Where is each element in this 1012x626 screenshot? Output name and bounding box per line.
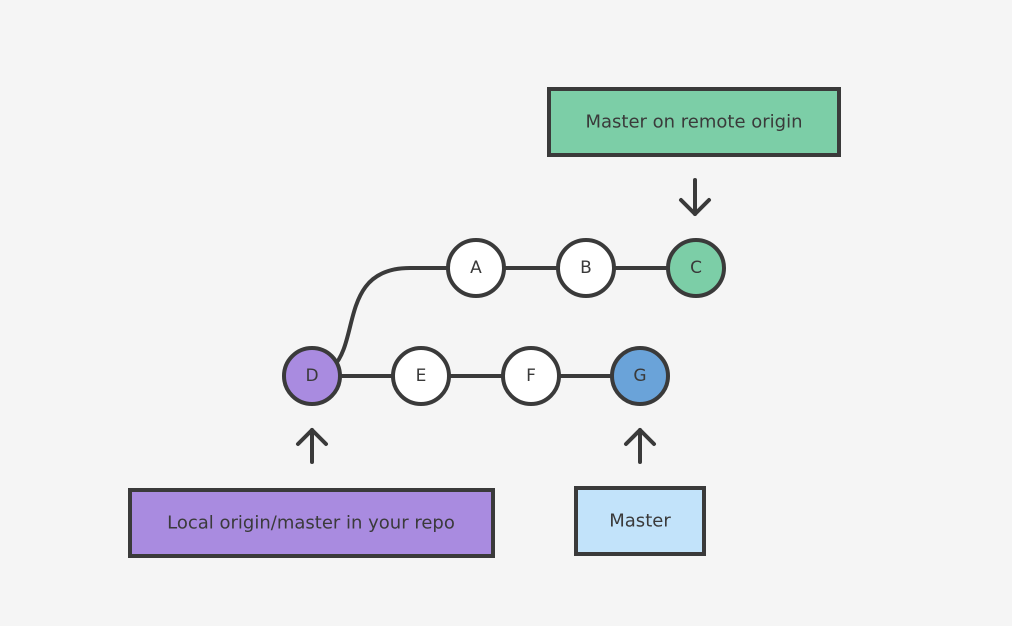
edge-d-to-a	[331, 266, 448, 369]
master-label: Master	[609, 511, 671, 532]
commit-label-a: A	[470, 258, 482, 278]
commit-label-f: F	[526, 366, 536, 386]
commit-label-b: B	[580, 258, 592, 278]
commit-label-g: G	[633, 366, 646, 386]
local-origin-master-box: Local origin/master in your repo	[128, 488, 495, 558]
master-box: Master	[574, 486, 706, 556]
commit-node-a: A	[446, 238, 506, 298]
arrow-up-icon	[624, 428, 656, 464]
arrow-up-icon	[296, 428, 328, 464]
commit-node-d: D	[282, 346, 342, 406]
commit-node-f: F	[501, 346, 561, 406]
commit-node-c: C	[666, 238, 726, 298]
arrow-down-icon	[679, 178, 711, 216]
remote-origin-box: Master on remote origin	[547, 87, 841, 157]
commit-label-d: D	[305, 366, 318, 386]
commit-node-g: G	[610, 346, 670, 406]
commit-node-e: E	[391, 346, 451, 406]
local-origin-master-label: Local origin/master in your repo	[167, 513, 455, 534]
commit-label-c: C	[690, 258, 702, 278]
commit-label-e: E	[416, 366, 427, 386]
remote-origin-label: Master on remote origin	[585, 112, 802, 133]
commit-node-b: B	[556, 238, 616, 298]
